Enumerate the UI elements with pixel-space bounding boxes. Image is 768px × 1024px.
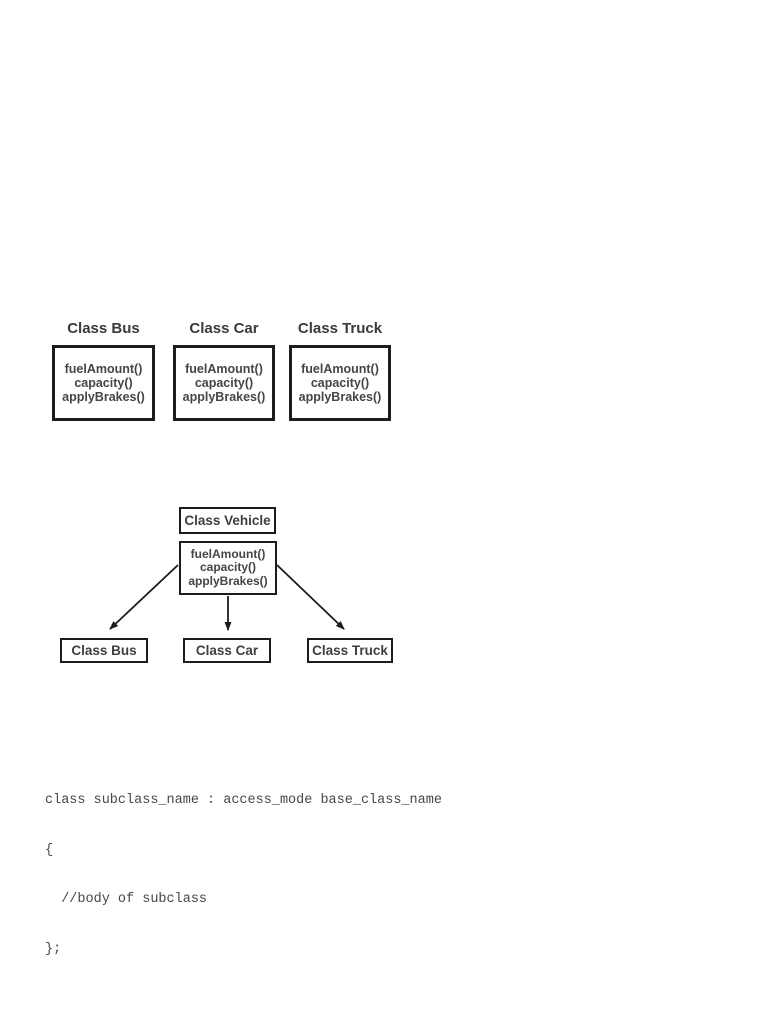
- class-card-truck: Class Truck fuelAmount() capacity() appl…: [289, 320, 391, 421]
- base-class-title-box: Class Vehicle: [179, 507, 276, 534]
- method-label: applyBrakes(): [62, 390, 145, 404]
- method-label: fuelAmount(): [301, 362, 379, 376]
- derived-class-box-bus: Class Bus: [60, 638, 148, 663]
- inheritance-arrows: [109, 564, 345, 631]
- method-label: applyBrakes(): [188, 573, 268, 588]
- class-methods-box: fuelAmount() capacity() applyBrakes(): [289, 345, 391, 421]
- method-label: capacity(): [194, 376, 254, 390]
- method-label: capacity(): [74, 376, 133, 390]
- arrow-to-bus: [109, 564, 179, 630]
- method-label: capacity(): [310, 376, 370, 390]
- code-snippet: class subclass_name : access_mode base_c…: [45, 760, 442, 991]
- class-card-car: Class Car fuelAmount() capacity() applyB…: [173, 320, 275, 421]
- derived-class-box-car: Class Car: [183, 638, 271, 663]
- class-methods-box: fuelAmount() capacity() applyBrakes(): [173, 345, 275, 421]
- method-label: fuelAmount(): [64, 362, 143, 376]
- code-line: {: [45, 842, 54, 858]
- method-label: fuelAmount(): [190, 546, 266, 561]
- arrow-to-truck: [276, 564, 345, 630]
- method-label: applyBrakes(): [298, 390, 382, 404]
- code-line: };: [45, 941, 62, 957]
- class-title: Class Bus: [67, 320, 140, 337]
- class-methods-box: fuelAmount() capacity() applyBrakes(): [52, 345, 155, 421]
- derived-class-box-truck: Class Truck: [307, 638, 393, 663]
- class-title: Class Car: [189, 320, 259, 337]
- base-class-methods-box: fuelAmount() capacity() applyBrakes(): [179, 541, 277, 595]
- method-label: capacity(): [199, 560, 257, 575]
- class-card-bus: Class Bus fuelAmount() capacity() applyB…: [52, 320, 155, 421]
- class-title: Class Truck: [297, 320, 383, 337]
- method-label: fuelAmount(): [185, 362, 263, 376]
- code-line: //body of subclass: [45, 892, 208, 907]
- method-label: applyBrakes(): [182, 390, 266, 404]
- code-line: class subclass_name : access_mode base_c…: [45, 793, 442, 808]
